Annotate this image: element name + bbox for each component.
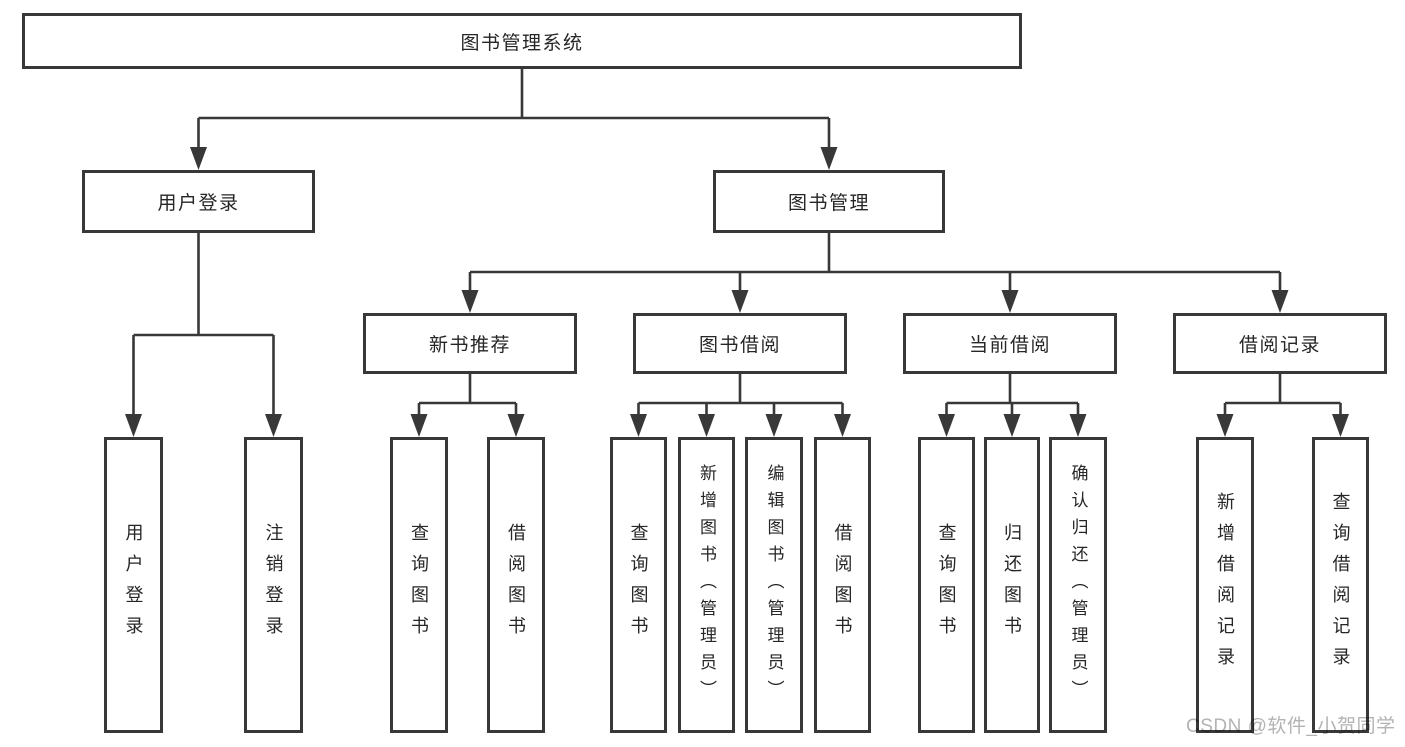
leaf-borrowing-borrow-books-label: 借阅图书 <box>832 523 853 647</box>
node-book-management-label: 图书管理 <box>787 193 870 214</box>
leaf-add-borrow-record-label: 新增借阅记录 <box>1215 492 1235 678</box>
leaf-borrowing-query-books-label: 查询图书 <box>628 523 649 647</box>
node-new-book-recommend-label: 新书推荐 <box>428 335 511 356</box>
leaf-current-query-books-label: 查询图书 <box>936 523 957 647</box>
node-user-login: 用户登录 <box>82 170 315 233</box>
leaf-recommend-borrow-books: 借阅图书 <box>487 437 545 733</box>
leaf-recommend-query-books: 查询图书 <box>390 437 448 733</box>
node-root-system: 图书管理系统 <box>22 13 1022 69</box>
node-current-borrowing: 当前借阅 <box>903 313 1117 374</box>
node-book-borrowing: 图书借阅 <box>633 313 847 374</box>
leaf-recommend-borrow-books-label: 借阅图书 <box>506 523 526 647</box>
leaf-add-books-admin-label: 新增图书（管理员） <box>697 463 716 707</box>
leaf-confirm-return-admin: 确认归还（管理员） <box>1049 437 1107 733</box>
node-current-borrowing-label: 当前借阅 <box>968 335 1051 356</box>
leaf-return-books-label: 归还图书 <box>1002 523 1022 647</box>
node-borrowing-records: 借阅记录 <box>1173 313 1387 374</box>
leaf-logout: 注销登录 <box>244 437 303 733</box>
node-book-borrowing-label: 图书借阅 <box>698 335 781 356</box>
node-new-book-recommend: 新书推荐 <box>363 313 577 374</box>
leaf-borrowing-query-books: 查询图书 <box>610 437 667 733</box>
leaf-edit-books-admin-label: 编辑图书（管理员） <box>764 463 784 707</box>
node-borrowing-records-label: 借阅记录 <box>1238 335 1321 356</box>
leaf-current-query-books: 查询图书 <box>918 437 975 733</box>
leaf-confirm-return-admin-label: 确认归还（管理员） <box>1068 463 1088 707</box>
leaf-user-login: 用户登录 <box>104 437 163 733</box>
leaf-query-borrow-record-label: 查询借阅记录 <box>1330 492 1351 678</box>
csdn-watermark: CSDN @软件_小贺同学 <box>1186 716 1396 737</box>
leaf-query-borrow-record: 查询借阅记录 <box>1312 437 1369 733</box>
leaf-add-books-admin: 新增图书（管理员） <box>678 437 735 733</box>
leaf-return-books: 归还图书 <box>984 437 1040 733</box>
node-root-system-label: 图书管理系统 <box>460 32 584 54</box>
leaf-edit-books-admin: 编辑图书（管理员） <box>745 437 803 733</box>
leaf-recommend-query-books-label: 查询图书 <box>409 523 429 647</box>
leaf-user-login-label: 用户登录 <box>123 523 144 647</box>
leaf-logout-label: 注销登录 <box>263 523 284 647</box>
node-user-login-label: 用户登录 <box>157 193 240 214</box>
leaf-add-borrow-record: 新增借阅记录 <box>1196 437 1254 733</box>
leaf-borrowing-borrow-books: 借阅图书 <box>814 437 871 733</box>
node-book-management: 图书管理 <box>713 170 945 233</box>
